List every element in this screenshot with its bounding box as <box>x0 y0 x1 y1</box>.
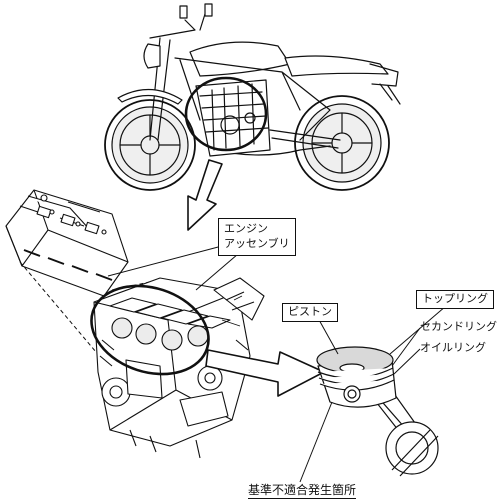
engine-assembly-label: エンジン アッセンブリ <box>218 218 296 256</box>
cylinder-head-drawing <box>5 189 129 297</box>
piston-leader-lines <box>317 305 447 375</box>
oil-ring-label: オイルリング <box>420 341 486 354</box>
top-ring-label: トップリング <box>416 290 494 309</box>
engine-leader-lines <box>107 245 239 291</box>
callout-arrow <box>187 159 223 231</box>
rear-wheel <box>294 95 390 191</box>
second-ring-label: セカンドリング <box>420 320 497 333</box>
defect-leader-line <box>299 401 333 483</box>
assembly-guide-lines <box>19 261 151 353</box>
callout-arrow <box>205 349 325 397</box>
defect-location-label: 基準不適合発生箇所 <box>248 483 357 499</box>
engine-block-drawing <box>90 277 265 459</box>
engine-assembly-label-line2: アッセンブリ <box>224 236 290 250</box>
front-wheel <box>104 99 196 191</box>
piston-connecting-rod-drawing <box>316 346 439 477</box>
piston-label: ピストン <box>282 303 338 322</box>
motorcycle-drawing <box>104 3 401 191</box>
engine-assembly-label-line1: エンジン <box>224 222 268 235</box>
